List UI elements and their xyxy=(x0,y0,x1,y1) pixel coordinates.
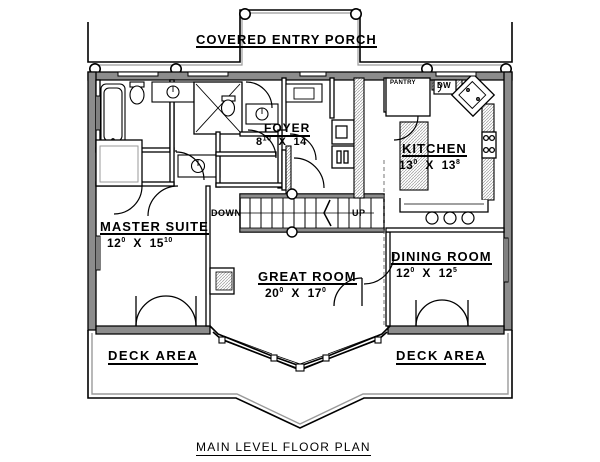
upper-counter xyxy=(285,83,323,103)
room-dim-foyer: 810 X 14 xyxy=(256,135,307,148)
dining-walls xyxy=(385,227,505,327)
french-doors-master xyxy=(135,295,197,327)
second-toilet-fixture xyxy=(220,95,236,117)
room-dim-dining-room: 120 X 125 xyxy=(396,266,458,280)
dining-dim-h-sup: 5 xyxy=(452,267,458,274)
kitchen-dim-w-sup: 0 xyxy=(413,159,418,166)
foyer-dim-w-sup: 10 xyxy=(262,135,272,143)
stair-up-label: UP xyxy=(352,208,366,218)
range-cooktop xyxy=(481,131,497,159)
bathtub-fixture xyxy=(100,83,126,147)
pantry-closet xyxy=(385,77,431,117)
master-dim-h-sup: 10 xyxy=(163,237,173,244)
room-label-dining-room: DINING ROOM xyxy=(391,249,492,265)
window xyxy=(95,71,509,283)
foyer-kitchen-wall xyxy=(285,145,292,195)
dining-dim-w: 12 xyxy=(396,266,411,280)
master-great-wall xyxy=(205,185,211,327)
great-dim-w: 20 xyxy=(265,286,280,300)
room-label-great-room: GREAT ROOM xyxy=(258,269,357,285)
master-dim-h: 15 xyxy=(149,236,164,250)
room-label-covered-entry-porch: COVERED ENTRY PORCH xyxy=(196,32,377,48)
vanity-sink-fixture xyxy=(151,81,195,103)
refrigerator xyxy=(331,119,355,145)
pantry-label: PANTRY xyxy=(390,80,416,86)
room-label-master-suite: MASTER SUITE xyxy=(100,219,209,235)
fireplace xyxy=(209,267,235,295)
room-label-foyer: FOYER xyxy=(264,121,311,137)
kitchen-dim-h: 13 xyxy=(441,158,456,172)
great-dim-w-sup: 0 xyxy=(279,287,284,294)
room-label-kitchen: KITCHEN xyxy=(402,141,467,157)
foyer-dim-h: 14 xyxy=(293,136,307,148)
house-rear-wall xyxy=(95,325,505,335)
kitchen-dim-w: 13 xyxy=(399,158,414,172)
room-dim-great-room: 200 X 170 xyxy=(265,286,327,300)
master-dim-w-sup: 0 xyxy=(121,237,126,244)
laundry-sink-fixture xyxy=(177,154,221,178)
dishwasher-label: DW xyxy=(437,81,451,90)
dining-dim-h: 12 xyxy=(438,266,453,280)
bay-window-post xyxy=(218,336,382,372)
bar-stools xyxy=(425,211,475,225)
bay-window xyxy=(221,335,379,370)
room-label-deck-area-left: DECK AREA xyxy=(108,348,199,365)
deck-outline xyxy=(87,330,513,429)
staircase xyxy=(214,188,385,238)
interior-partitions xyxy=(215,77,287,191)
master-closet xyxy=(95,139,143,187)
great-dim-h: 17 xyxy=(307,286,322,300)
porch-outline xyxy=(87,9,513,63)
bar-counter xyxy=(399,198,489,213)
drawing-title: MAIN LEVEL FLOOR PLAN xyxy=(196,440,371,456)
door-swing xyxy=(113,81,419,285)
reference-line xyxy=(212,160,385,326)
oven-unit xyxy=(331,145,355,169)
deck-inner-line xyxy=(91,333,509,425)
room-dim-kitchen: 130 X 138 xyxy=(399,158,461,172)
french-doors-dining xyxy=(415,299,469,327)
great-dim-h-sup: 0 xyxy=(321,287,327,294)
second-sink-fixture xyxy=(245,103,279,125)
stair-down-label: DOWN xyxy=(211,208,242,218)
room-label-deck-area-right: DECK AREA xyxy=(396,348,487,365)
room-dim-master-suite: 120 X 1510 xyxy=(107,236,173,250)
kitchen-dim-h-sup: 8 xyxy=(455,159,461,166)
corner-sink xyxy=(450,72,496,118)
porch-roof-line xyxy=(91,12,509,66)
master-dim-w: 12 xyxy=(107,236,122,250)
dishwasher xyxy=(433,79,457,95)
great-room-deck-door xyxy=(333,277,363,307)
toilet-fixture xyxy=(129,81,145,105)
dining-dim-w-sup: 0 xyxy=(410,267,415,274)
foyer-dim-w: 8 xyxy=(256,136,263,148)
